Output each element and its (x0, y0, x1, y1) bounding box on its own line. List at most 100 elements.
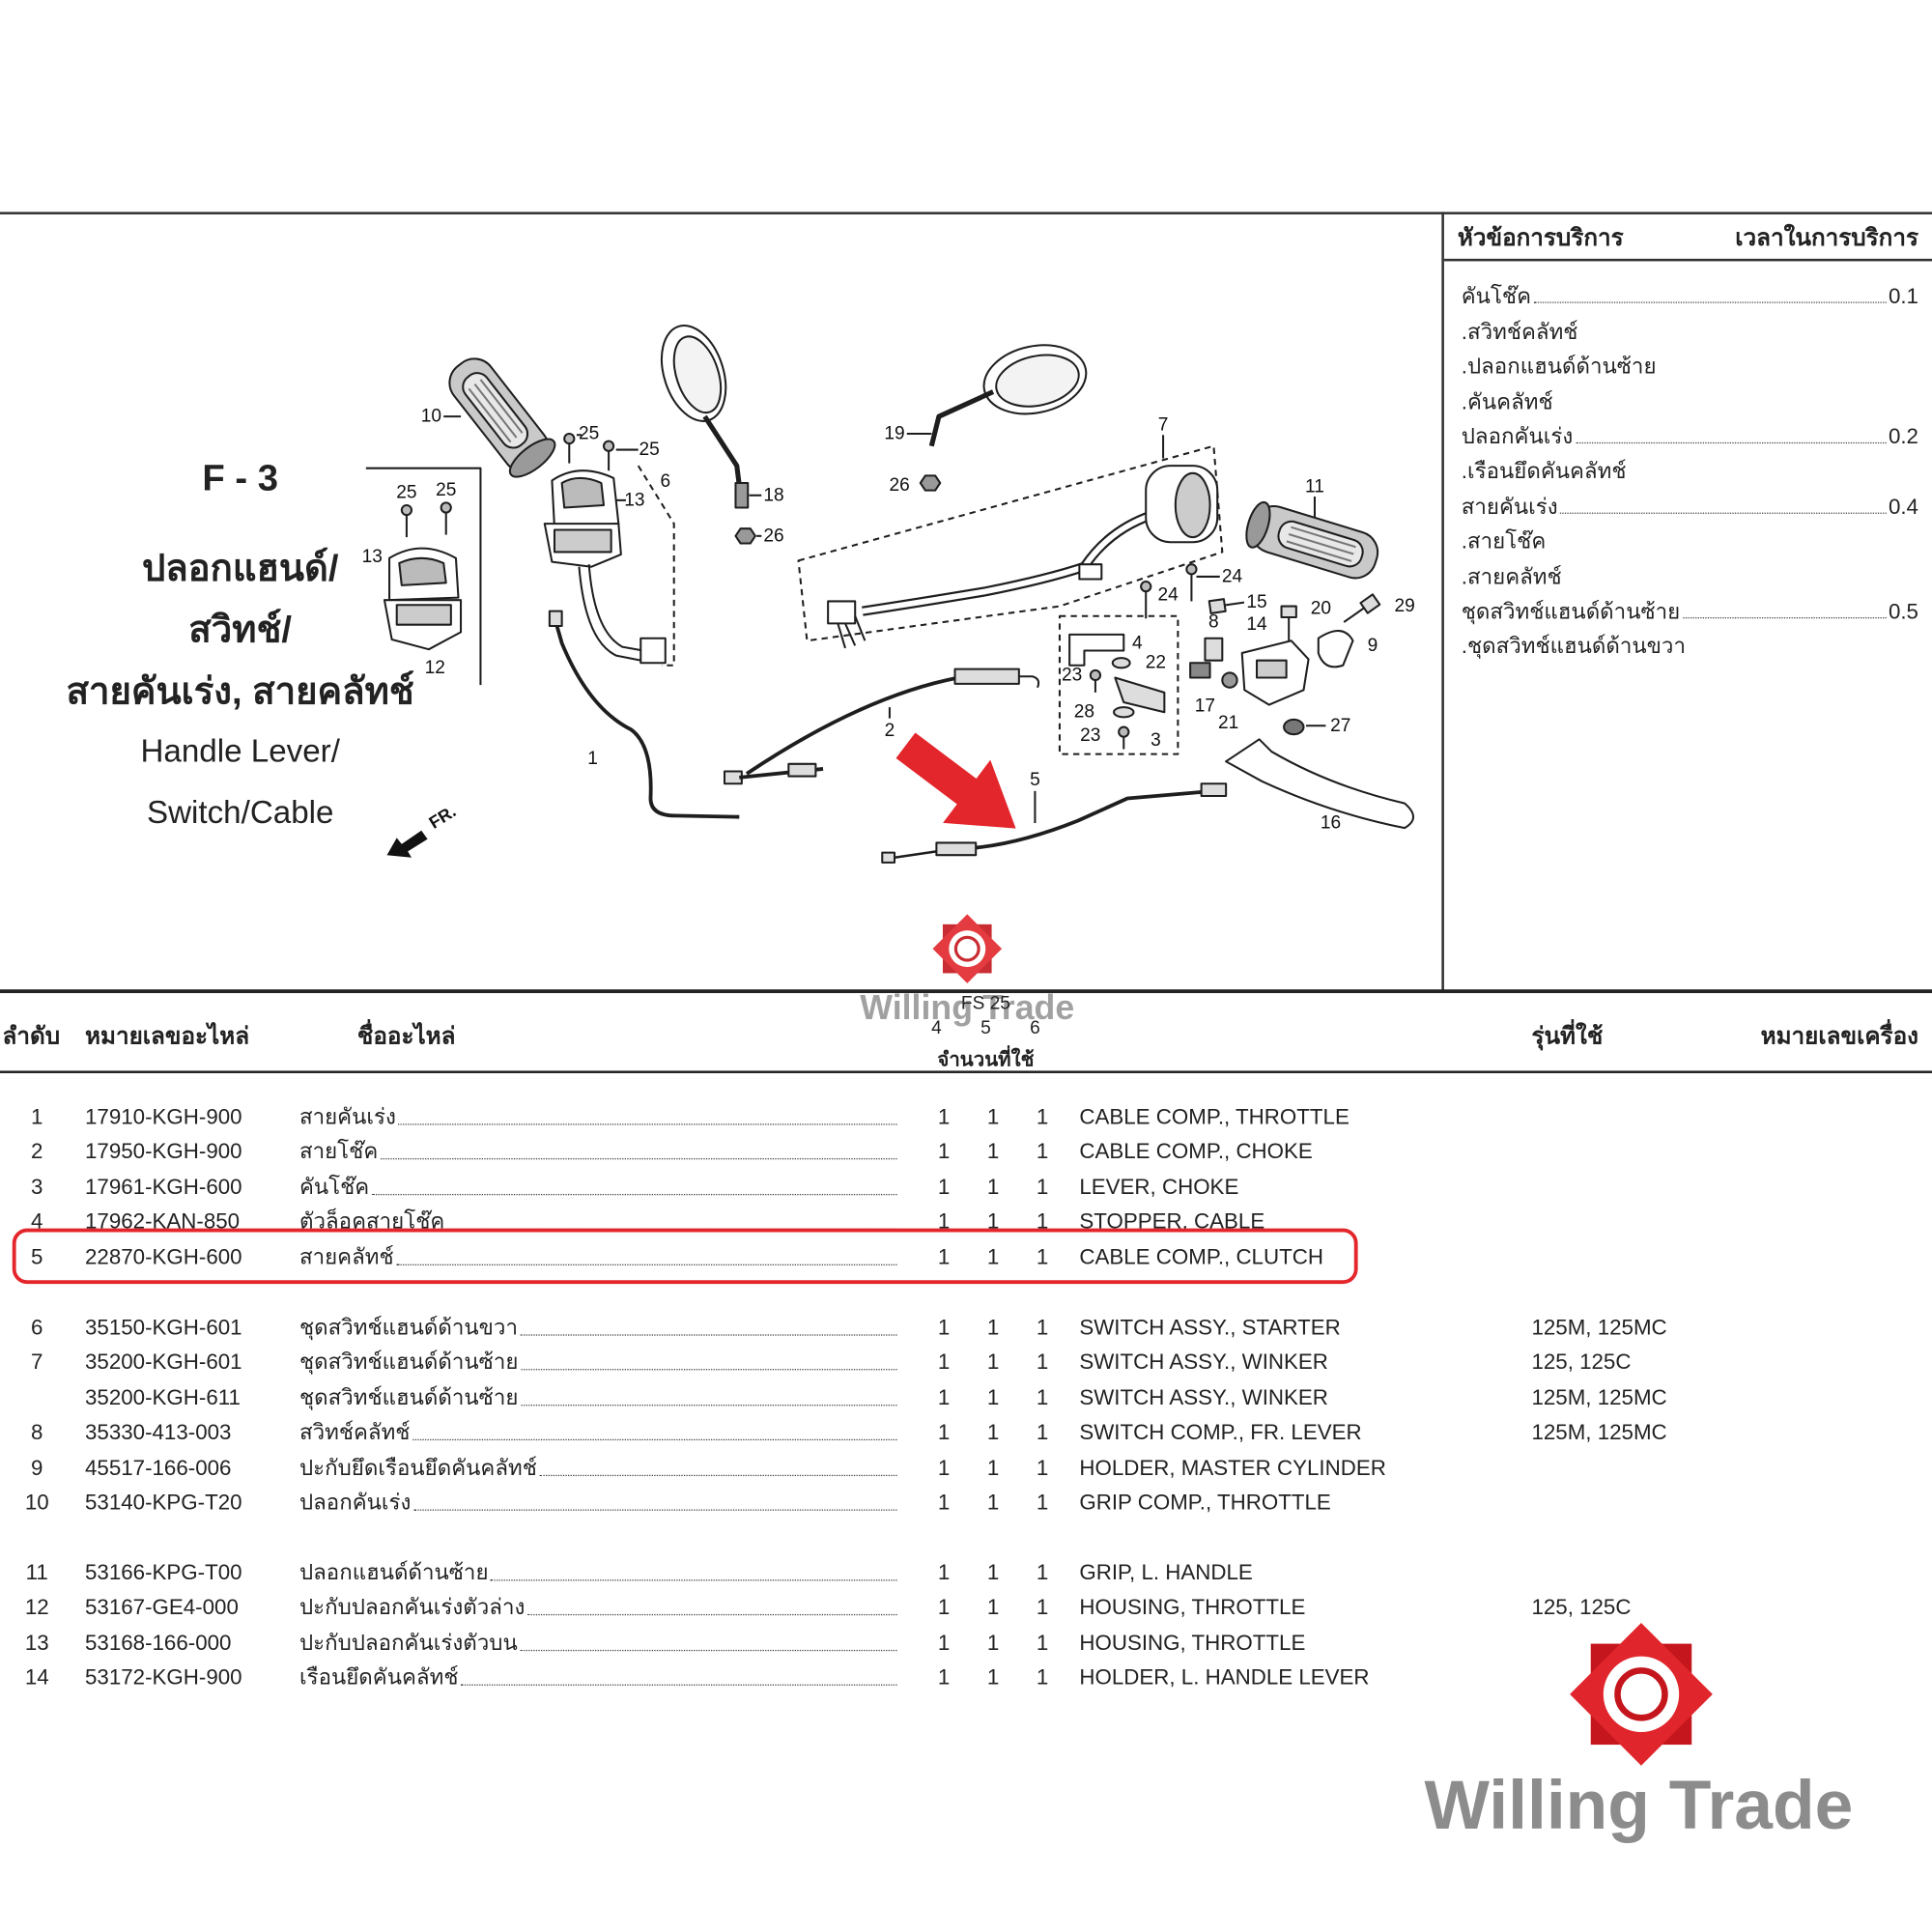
row-part-name-cell: ชุดสวิทช์แฮนด์ด้านซ้าย (299, 1346, 899, 1378)
bolt (1208, 598, 1245, 614)
row-part-name-en: CABLE COMP., THROTTLE (1079, 1103, 1350, 1129)
row-index: 13 (24, 1630, 49, 1655)
row-qty-6: 1 (1036, 1664, 1049, 1690)
callout-label: 13 (624, 490, 644, 510)
red-pointer-arrow (895, 732, 1016, 829)
screw (602, 440, 615, 471)
callout-label: 10 (421, 407, 441, 427)
col-header-serial: หมายเลขเครื่อง (1760, 1023, 1918, 1050)
callout-label: 28 (1074, 702, 1094, 723)
row-qty-5: 1 (986, 1664, 1000, 1690)
row-part-name-th: ปลอกแฮนด์ด้านซ้าย (298, 1559, 489, 1585)
callout-label: 16 (1321, 813, 1341, 834)
row-part-name-th: สายคันเร่ง (298, 1103, 396, 1129)
row-part-name-cell: ปลอกคันเร่ง (299, 1486, 899, 1518)
service-item-label: .คันคลัทช์ (1461, 388, 1553, 414)
callout-label: 20 (1311, 599, 1331, 619)
row-qty-5: 1 (986, 1419, 1000, 1444)
row-index: 12 (24, 1594, 49, 1620)
screw (563, 432, 576, 464)
screw (1140, 581, 1152, 619)
row-index: 8 (31, 1419, 43, 1444)
service-item-label: .ชุดสวิทช์แฮนด์ด้านขวา (1461, 633, 1687, 659)
row-qty-4: 1 (937, 1559, 951, 1585)
row-part-name-th: สวิทช์คลัทช์ (298, 1419, 411, 1444)
row-qty-6: 1 (1036, 1314, 1049, 1340)
col-header-qty-label: จำนวนที่ใช้ (937, 1049, 1035, 1071)
row-qty-4: 1 (937, 1490, 951, 1515)
washer (1113, 706, 1135, 719)
service-item-time: 0.4 (1888, 494, 1918, 519)
row-part-number: 53167-GE4-000 (85, 1594, 239, 1620)
row-models: 125, 125C (1531, 1594, 1632, 1620)
service-item: .สายโช๊ค (1462, 520, 1918, 554)
row-index: 11 (25, 1559, 48, 1585)
callout-label: 24 (1222, 566, 1243, 586)
dotted-leader (521, 1369, 897, 1371)
row-part-name-en: HOUSING, THROTTLE (1079, 1594, 1306, 1620)
row-part-name-en: SWITCH ASSY., WINKER (1079, 1349, 1328, 1375)
row-qty-4: 1 (937, 1314, 951, 1340)
col-header-qty-5: 5 (980, 1017, 991, 1039)
row-part-name-en: CABLE COMP., CHOKE (1079, 1139, 1313, 1164)
row-index: 4 (31, 1208, 43, 1235)
callout-label: 12 (425, 658, 445, 678)
group-bracket-line (365, 467, 482, 686)
row-qty-6: 1 (1036, 1139, 1049, 1164)
clutch-holder (1240, 639, 1310, 706)
col-header-part-name: ชื่ออะไหล่ (356, 1023, 456, 1050)
front-direction-arrow (386, 830, 428, 858)
nut (734, 527, 756, 545)
row-qty-6: 1 (1036, 1103, 1049, 1129)
row-qty-5: 1 (986, 1630, 1000, 1655)
exploded-parts-diagram: FR. 10 25 25 6 13 18 26 19 26 7 11 25 25… (362, 325, 1415, 864)
row-part-number: 53172-KGH-900 (85, 1664, 242, 1690)
callout-label: 7 (1158, 415, 1169, 436)
dotted-leader (412, 1438, 897, 1441)
row-part-number: 35150-KGH-601 (85, 1314, 242, 1340)
dotted-leader (380, 1158, 897, 1160)
choke-lever (1114, 676, 1166, 714)
callout-label: 25 (436, 480, 456, 500)
callout-label: 24 (1158, 585, 1179, 606)
row-qty-6: 1 (1036, 1208, 1049, 1235)
row-part-name-th: คันโช๊ค (298, 1174, 370, 1199)
row-part-name-th: เรือนยึดคันคลัทช์ (298, 1664, 459, 1690)
service-time-header: เวลาในการบริการ (1735, 225, 1918, 252)
callout-label: 15 (1246, 592, 1266, 612)
row-qty-4: 1 (937, 1139, 951, 1164)
row-part-name-cell: ปลอกแฮนด์ด้านซ้าย (299, 1556, 899, 1588)
row-qty-5: 1 (986, 1139, 1000, 1164)
dotted-leader (521, 1404, 897, 1406)
switch-pin (1204, 637, 1224, 662)
row-index: 14 (24, 1664, 49, 1690)
row-qty-5: 1 (986, 1454, 1000, 1480)
row-models: 125, 125C (1531, 1349, 1632, 1375)
row-part-number: 53166-KPG-T00 (85, 1559, 242, 1585)
row-part-number: 22870-KGH-600 (85, 1244, 242, 1269)
row-index: 6 (31, 1314, 43, 1340)
clutch-lever (1225, 738, 1415, 830)
bolt (1343, 593, 1381, 623)
row-qty-4: 1 (937, 1384, 951, 1409)
washer (1111, 657, 1131, 669)
clamp-holder (1317, 630, 1354, 668)
col-header-index: ลำดับ (2, 1023, 61, 1050)
row-models: 125M, 125MC (1531, 1384, 1667, 1409)
row-part-name-th: ปะกับยึดเรือนยึดคันคลัทช์ (298, 1454, 537, 1480)
row-qty-6: 1 (1036, 1630, 1049, 1655)
service-item-label: .สายคลัทช์ (1461, 563, 1562, 589)
service-item: .คันคลัทช์ (1462, 380, 1918, 414)
service-item-time: 0.5 (1888, 598, 1918, 624)
